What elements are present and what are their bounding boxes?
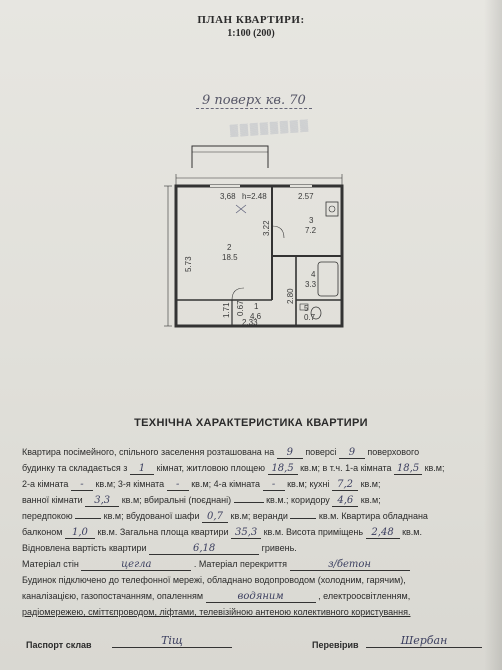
line-7: Відновлена вартість квартири 6,18 гривен… bbox=[22, 543, 297, 555]
rooms-value: 1 bbox=[129, 464, 154, 475]
dim-322: 3.22 bbox=[262, 220, 271, 236]
dim-573: 5.73 bbox=[184, 256, 193, 272]
plan-title: ПЛАН КВАРТИРИ: bbox=[197, 14, 305, 26]
passport-signature: Тіщ bbox=[112, 634, 232, 648]
line-4: ванної кімнати 3,3 кв.м; вбиральні (поєд… bbox=[22, 495, 381, 507]
dim-067: 0.67 bbox=[236, 300, 245, 316]
walls-material-value: цегла bbox=[81, 560, 192, 571]
room4-value: - bbox=[262, 480, 285, 491]
total-area-value: 35,3 bbox=[231, 528, 262, 539]
toilet-value bbox=[233, 502, 264, 503]
dim-257: 2.57 bbox=[298, 192, 314, 201]
height-value: 2,48 bbox=[365, 528, 400, 539]
veranda-value bbox=[290, 518, 317, 519]
line-10: каналізацією, газопостачанням, опаленням… bbox=[22, 591, 411, 603]
room3-value: - bbox=[166, 480, 189, 491]
characteristics-heading: ТЕХНІЧНА ХАРАКТЕРИСТИКА КВАРТИРИ bbox=[134, 417, 368, 429]
balcony-value: 1,0 bbox=[64, 528, 95, 539]
ceiling-height-label: h=2.48 bbox=[242, 192, 267, 201]
kitchen-value: 7,2 bbox=[332, 480, 359, 491]
floor-apartment-note: 9 поверх кв. 70 bbox=[196, 93, 312, 109]
dim-171: 1.71 bbox=[222, 302, 231, 318]
page-edge-shadow bbox=[484, 0, 502, 670]
living-area-value: 18,5 bbox=[267, 464, 298, 475]
room-2-number: 2 bbox=[227, 243, 232, 252]
line-11: радіомережею, сміттєпроводом, ліфтами, т… bbox=[22, 607, 411, 617]
room-4-area: 3.3 bbox=[305, 280, 317, 289]
line-5: передпокою кв.м; вбудованої шафи 0,7 кв.… bbox=[22, 511, 428, 523]
line-1: Квартира посімейного, спільного заселенн… bbox=[22, 447, 420, 459]
room-5-area: 0.7 bbox=[304, 313, 316, 322]
dim-368: 3,68 bbox=[220, 192, 236, 201]
wardrobe-value: 0,7 bbox=[202, 512, 228, 523]
line-6: балконом 1,0 кв.м. Загальна площа кварти… bbox=[22, 527, 422, 539]
floor-value: 9 bbox=[276, 448, 303, 459]
room2-value: - bbox=[70, 480, 93, 491]
passport-label: Паспорт склав bbox=[26, 640, 92, 650]
slab-material-value: з/бетон bbox=[289, 560, 410, 571]
hallway-value bbox=[75, 518, 102, 519]
room-2-area: 18.5 bbox=[222, 253, 238, 262]
room-3-area: 7.2 bbox=[305, 226, 317, 235]
line-8: Матеріал стін цегла . Матеріал перекритт… bbox=[22, 558, 482, 571]
line-2: будинку та складається з 1 кімнат, житло… bbox=[22, 463, 445, 475]
heating-value: водяним bbox=[205, 592, 316, 603]
room-4-number: 4 bbox=[311, 270, 316, 279]
dim-233: 2.33 bbox=[242, 318, 258, 327]
plan-scale: 1:100 (200) bbox=[227, 28, 275, 39]
bathroom-value: 3,3 bbox=[85, 496, 120, 507]
line-9: Будинок підключено до телефонної мережі,… bbox=[22, 575, 406, 585]
corridor-value: 4,6 bbox=[332, 496, 359, 507]
checked-signature: Шербан bbox=[366, 634, 482, 648]
cost-value: 6,18 bbox=[149, 544, 260, 555]
room-1-number: 1 bbox=[254, 302, 259, 311]
floors-total-value: 9 bbox=[338, 448, 365, 459]
line-3: 2-а кімната - кв.м; 3-я кімната - кв.м; … bbox=[22, 479, 381, 491]
checked-label: Перевірив bbox=[312, 640, 359, 650]
room1-value: 18,5 bbox=[394, 464, 423, 475]
dim-280: 2.80 bbox=[286, 288, 295, 304]
room-1-area: 4.6 bbox=[250, 312, 262, 321]
room-3-number: 3 bbox=[309, 216, 314, 225]
room-5-number: 5 bbox=[304, 304, 309, 313]
